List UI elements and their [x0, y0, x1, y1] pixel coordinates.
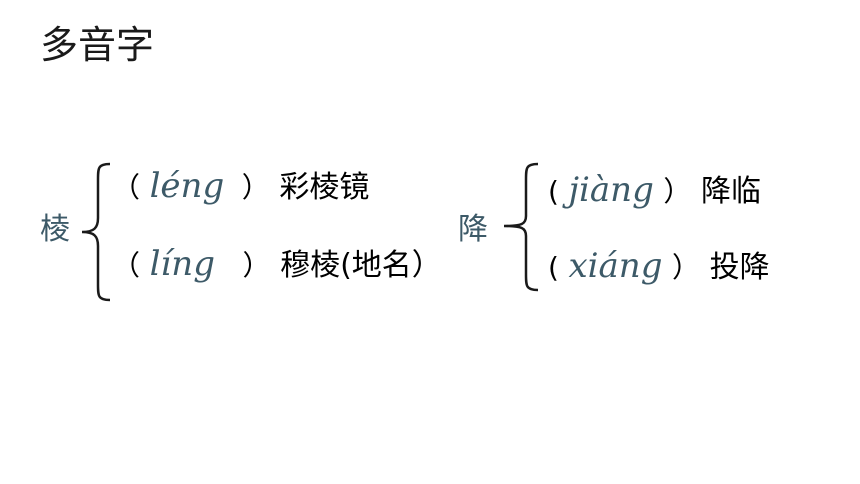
open-paren: （ [112, 249, 141, 282]
reading-row: （ léng ） 彩棱镜 [112, 164, 369, 210]
close-paren: ） [241, 171, 270, 204]
open-paren: ( [548, 175, 559, 208]
reading-row: ( xiáng ） 投降 [548, 244, 770, 290]
example-word: 降临 [700, 174, 761, 209]
page-title: 多音字 [40, 23, 155, 67]
example-word: 彩棱镜 [279, 170, 370, 205]
close-paren: ） [663, 175, 692, 208]
close-paren: ） [672, 251, 701, 284]
polyphone-char: 降 [458, 212, 488, 247]
example-word: 投降 [709, 250, 770, 285]
pinyin: xiáng [568, 246, 663, 286]
close-paren: ） [242, 249, 271, 282]
reading-row: ( jiàng ） 降临 [548, 168, 761, 214]
example-word: 穆棱(地名） [280, 248, 442, 283]
pinyin: léng [149, 166, 225, 206]
open-paren: ( [548, 251, 559, 284]
open-paren: （ [112, 171, 141, 204]
polyphone-char: 棱 [40, 212, 70, 247]
pinyin: líng [149, 244, 215, 284]
reading-row: （ líng ） 穆棱(地名） [112, 242, 442, 288]
curly-brace-icon [81, 162, 111, 302]
curly-brace-icon [503, 162, 539, 292]
pinyin: jiàng [568, 170, 654, 210]
